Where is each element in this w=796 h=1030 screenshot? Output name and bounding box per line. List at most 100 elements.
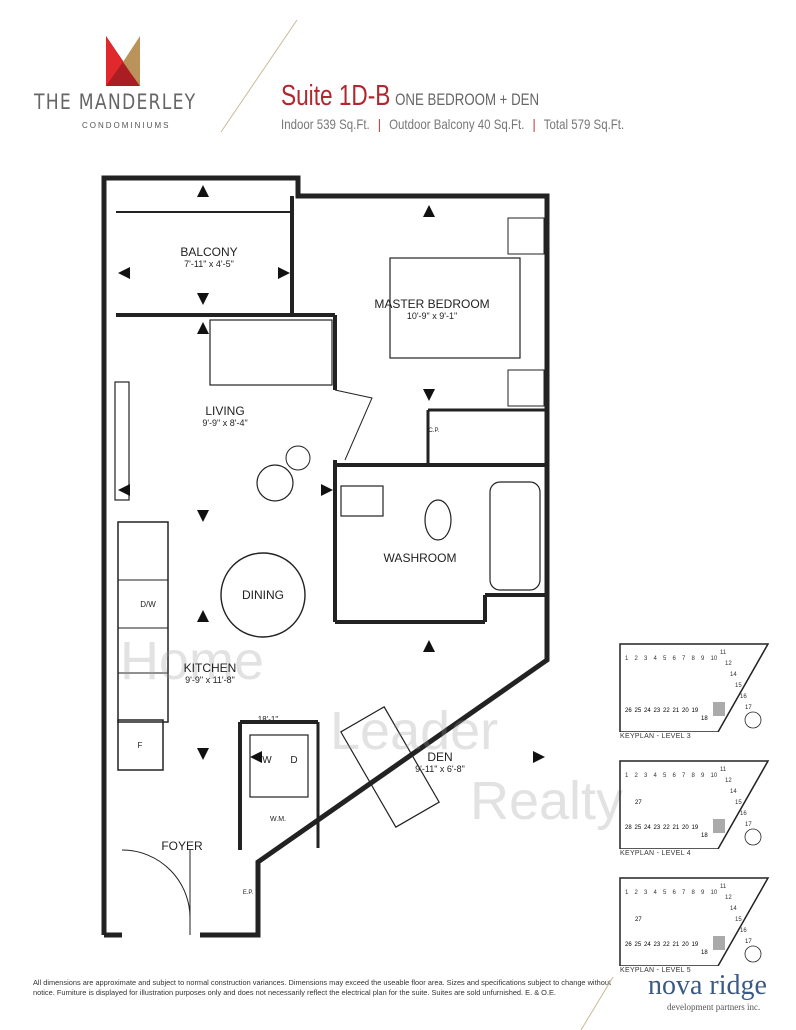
keyplan-unit: 17 [745, 939, 752, 945]
keyplan-unit: 23 [654, 825, 661, 831]
divider-line [220, 20, 298, 133]
keyplan-unit: 4 [654, 773, 658, 779]
keyplan-unit: 2 [635, 773, 639, 779]
keyplan-title: KEYPLAN - LEVEL 4 [620, 850, 691, 857]
keyplan-unit: 1 [625, 890, 629, 896]
keyplan-unit: 1 [625, 656, 629, 662]
keyplan-unit: 6 [673, 890, 677, 896]
keyplan-unit: 26 [625, 708, 632, 714]
total-area: Total 579 Sq.Ft. [543, 116, 625, 132]
keyplan-unit: 3 [644, 773, 648, 779]
keyplan-unit: 6 [673, 656, 677, 662]
keyplan-unit: 4 [654, 890, 658, 896]
keyplan-unit: 25 [635, 825, 642, 831]
disclaimer: All dimensions are approximate and subje… [33, 978, 612, 997]
keyplan-unit: 11 [720, 884, 727, 890]
keyplan-unit: 15 [735, 917, 742, 923]
keyplan-unit: 24 [644, 942, 651, 948]
keyplan-unit: 25 [635, 942, 642, 948]
room-foyer: FOYER [161, 839, 203, 853]
keyplan-unit: 21 [673, 825, 680, 831]
brand-logo-mark [106, 36, 140, 86]
footer-divider [580, 976, 614, 1030]
fridge-label: F [137, 741, 143, 750]
brand-name: THE MANDERLEY [34, 90, 197, 114]
room-dining: DINING [242, 588, 284, 602]
keyplan-unit: 9 [701, 656, 705, 662]
keyplan-unit: 15 [735, 800, 742, 806]
keyplan-unit: 23 [654, 708, 661, 714]
keyplan-unit: 20 [682, 825, 689, 831]
ceiling-dimension: 18'-1" [257, 715, 279, 724]
keyplan-title: KEYPLAN - LEVEL 5 [620, 967, 691, 974]
ep-label: E.P. [242, 890, 254, 896]
keyplan-unit: 2 [635, 656, 639, 662]
suite-areas: Indoor 539 Sq.Ft.|Outdoor Balcony 40 Sq.… [281, 116, 625, 132]
keyplan-unit: 5 [663, 890, 667, 896]
keyplan-unit: 17 [745, 822, 752, 828]
keyplan-unit: 7 [682, 890, 686, 896]
wm-label: W.M. [270, 816, 286, 823]
keyplan-title: KEYPLAN - LEVEL 3 [620, 733, 691, 740]
keyplan-unit: 27 [635, 800, 642, 806]
keyplan-unit: 21 [673, 708, 680, 714]
keyplan-unit: 21 [673, 942, 680, 948]
keyplan-unit: 22 [663, 708, 670, 714]
keyplan-unit: 5 [663, 656, 667, 662]
keyplan-unit: 10 [711, 773, 718, 779]
cp-label: C.P. [428, 428, 440, 434]
washer-label: W [262, 755, 272, 766]
keyplan-unit: 24 [644, 708, 651, 714]
keyplan-unit: 2 [635, 890, 639, 896]
keyplan-unit: 16 [740, 928, 747, 934]
keyplan-unit: 1 [625, 773, 629, 779]
watermark-leader: Leader [330, 701, 499, 761]
brand-subtitle: CONDOMINIUMS [82, 121, 171, 130]
keyplan-unit: 12 [725, 895, 732, 901]
developer-logo: nova ridge [648, 970, 767, 1001]
outdoor-area: Outdoor Balcony 40 Sq.Ft. [389, 116, 525, 132]
keyplan-unit: 9 [701, 773, 705, 779]
developer-subtitle: development partners inc. [667, 1002, 761, 1012]
keyplan-unit: 8 [692, 656, 696, 662]
suite-name: Suite 1D-B [281, 80, 391, 112]
keyplan-unit: 3 [644, 890, 648, 896]
keyplan-unit: 27 [635, 917, 642, 923]
keyplan-unit: 14 [730, 906, 737, 912]
keyplan-unit: 20 [682, 942, 689, 948]
keyplan-unit: 18 [701, 833, 708, 839]
keyplan-unit: 12 [725, 661, 732, 667]
keyplan-unit: 8 [692, 773, 696, 779]
keyplan-unit: 18 [701, 716, 708, 722]
keyplan-unit: 18 [701, 950, 708, 956]
keyplan-unit: 11 [720, 767, 727, 773]
keyplan-unit: 19 [692, 825, 699, 831]
keyplan-unit: 26 [625, 942, 632, 948]
room-washroom: WASHROOM [383, 551, 457, 565]
keyplan-unit: 19 [692, 942, 699, 948]
keyplan-unit: 17 [745, 705, 752, 711]
keyplan-unit: 16 [740, 811, 747, 817]
keyplan-unit: 22 [663, 825, 670, 831]
keyplan-unit: 10 [711, 890, 718, 896]
keyplan-unit: 23 [654, 942, 661, 948]
keyplan-unit: 14 [730, 672, 737, 678]
keyplan-unit: 14 [730, 789, 737, 795]
keyplan-unit: 3 [644, 656, 648, 662]
keyplan-unit: 20 [682, 708, 689, 714]
keyplan-unit: 24 [644, 825, 651, 831]
indoor-area: Indoor 539 Sq.Ft. [281, 116, 370, 132]
keyplan-unit: 9 [701, 890, 705, 896]
keyplan-unit: 12 [725, 778, 732, 784]
keyplan-unit: 7 [682, 656, 686, 662]
keyplan-unit: 8 [692, 890, 696, 896]
